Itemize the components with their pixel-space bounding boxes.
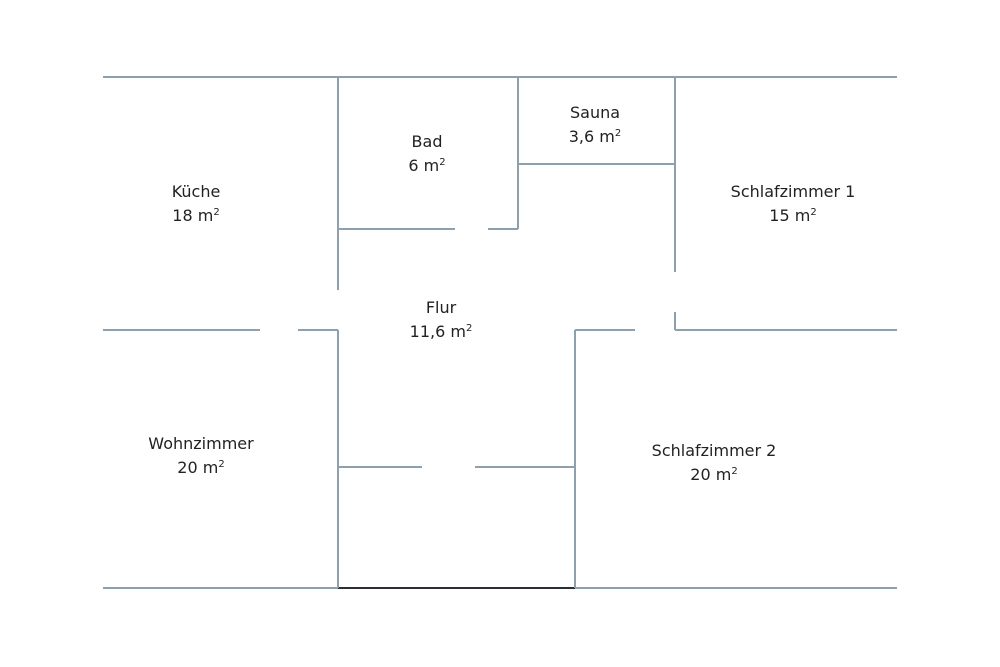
room-name-schlafzimmer1: Schlafzimmer 1	[730, 182, 856, 201]
room-name-sauna: Sauna	[569, 103, 621, 122]
room-area-wohnzimmer: 20 m2	[177, 458, 225, 477]
room-area-kueche: 18 m2	[172, 206, 220, 225]
room-name-kueche: Küche	[171, 182, 221, 201]
room-name-flur: Flur	[425, 298, 457, 317]
room-label-sauna: Sauna 3,6 m2	[569, 101, 622, 149]
room-area-bad: 6 m2	[408, 156, 446, 175]
room-label-bad: Bad 6 m2	[408, 130, 445, 178]
room-area-flur: 11,6 m2	[409, 322, 473, 341]
room-label-kueche: Küche 18 m2	[172, 180, 221, 228]
room-label-schlafzimmer1: Schlafzimmer 1 15 m2	[731, 180, 856, 228]
room-area-schlafzimmer2: 20 m2	[690, 465, 738, 484]
room-name-schlafzimmer2: Schlafzimmer 2	[651, 441, 777, 460]
room-area-sauna: 3,6 m2	[568, 127, 622, 146]
room-name-wohnzimmer: Wohnzimmer	[148, 434, 254, 453]
room-label-schlafzimmer2: Schlafzimmer 2 20 m2	[652, 439, 777, 487]
room-label-flur: Flur 11,6 m2	[410, 296, 473, 344]
room-label-wohnzimmer: Wohnzimmer 20 m2	[148, 432, 253, 480]
room-area-schlafzimmer1: 15 m2	[769, 206, 817, 225]
room-name-bad: Bad	[411, 132, 443, 151]
